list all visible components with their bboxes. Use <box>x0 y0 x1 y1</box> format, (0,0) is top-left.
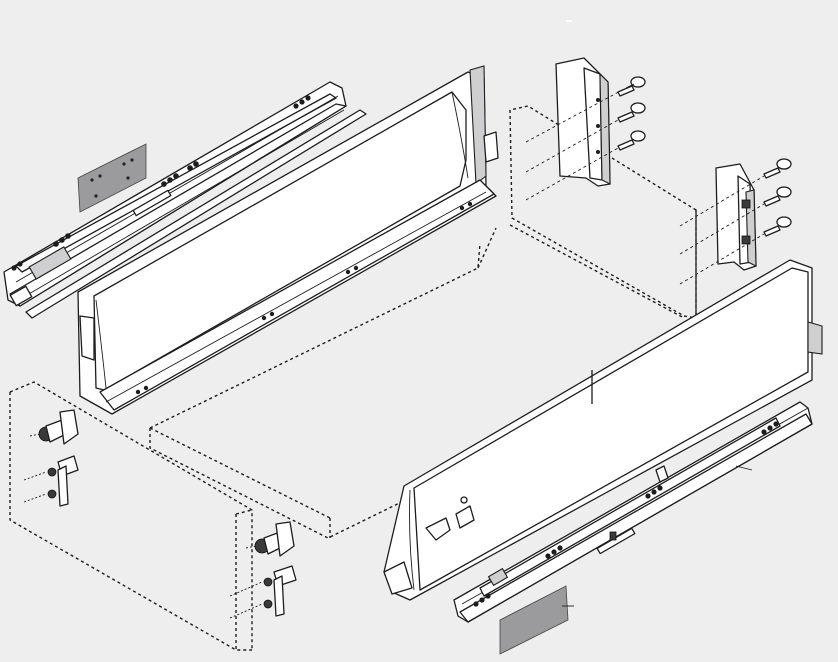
front-fixing-cutouts <box>425 496 475 541</box>
left-side-panel <box>77 65 499 415</box>
front-fixing-lower <box>229 565 297 619</box>
screw-icon <box>525 76 646 143</box>
cover-cap-left <box>77 143 147 213</box>
front-fixing-lower <box>23 455 79 507</box>
screw-icon <box>679 216 792 285</box>
screw-icon <box>679 186 792 255</box>
screw-icon <box>525 130 646 201</box>
front-fixing-upper <box>245 521 295 557</box>
screws <box>525 76 792 285</box>
right-runner <box>453 401 813 623</box>
cover-cap-right <box>499 585 574 655</box>
rear-bracket-left <box>555 57 611 187</box>
right-side-panel <box>383 259 823 601</box>
screw-icon <box>679 158 792 227</box>
rear-bracket-right <box>715 163 757 271</box>
front-fixing-upper <box>29 409 79 445</box>
left-runner <box>3 81 367 319</box>
front-fixing-left <box>23 409 79 507</box>
screw-icon <box>525 102 646 173</box>
front-fixing-right <box>229 521 297 619</box>
front-panel-dashed <box>9 381 253 651</box>
